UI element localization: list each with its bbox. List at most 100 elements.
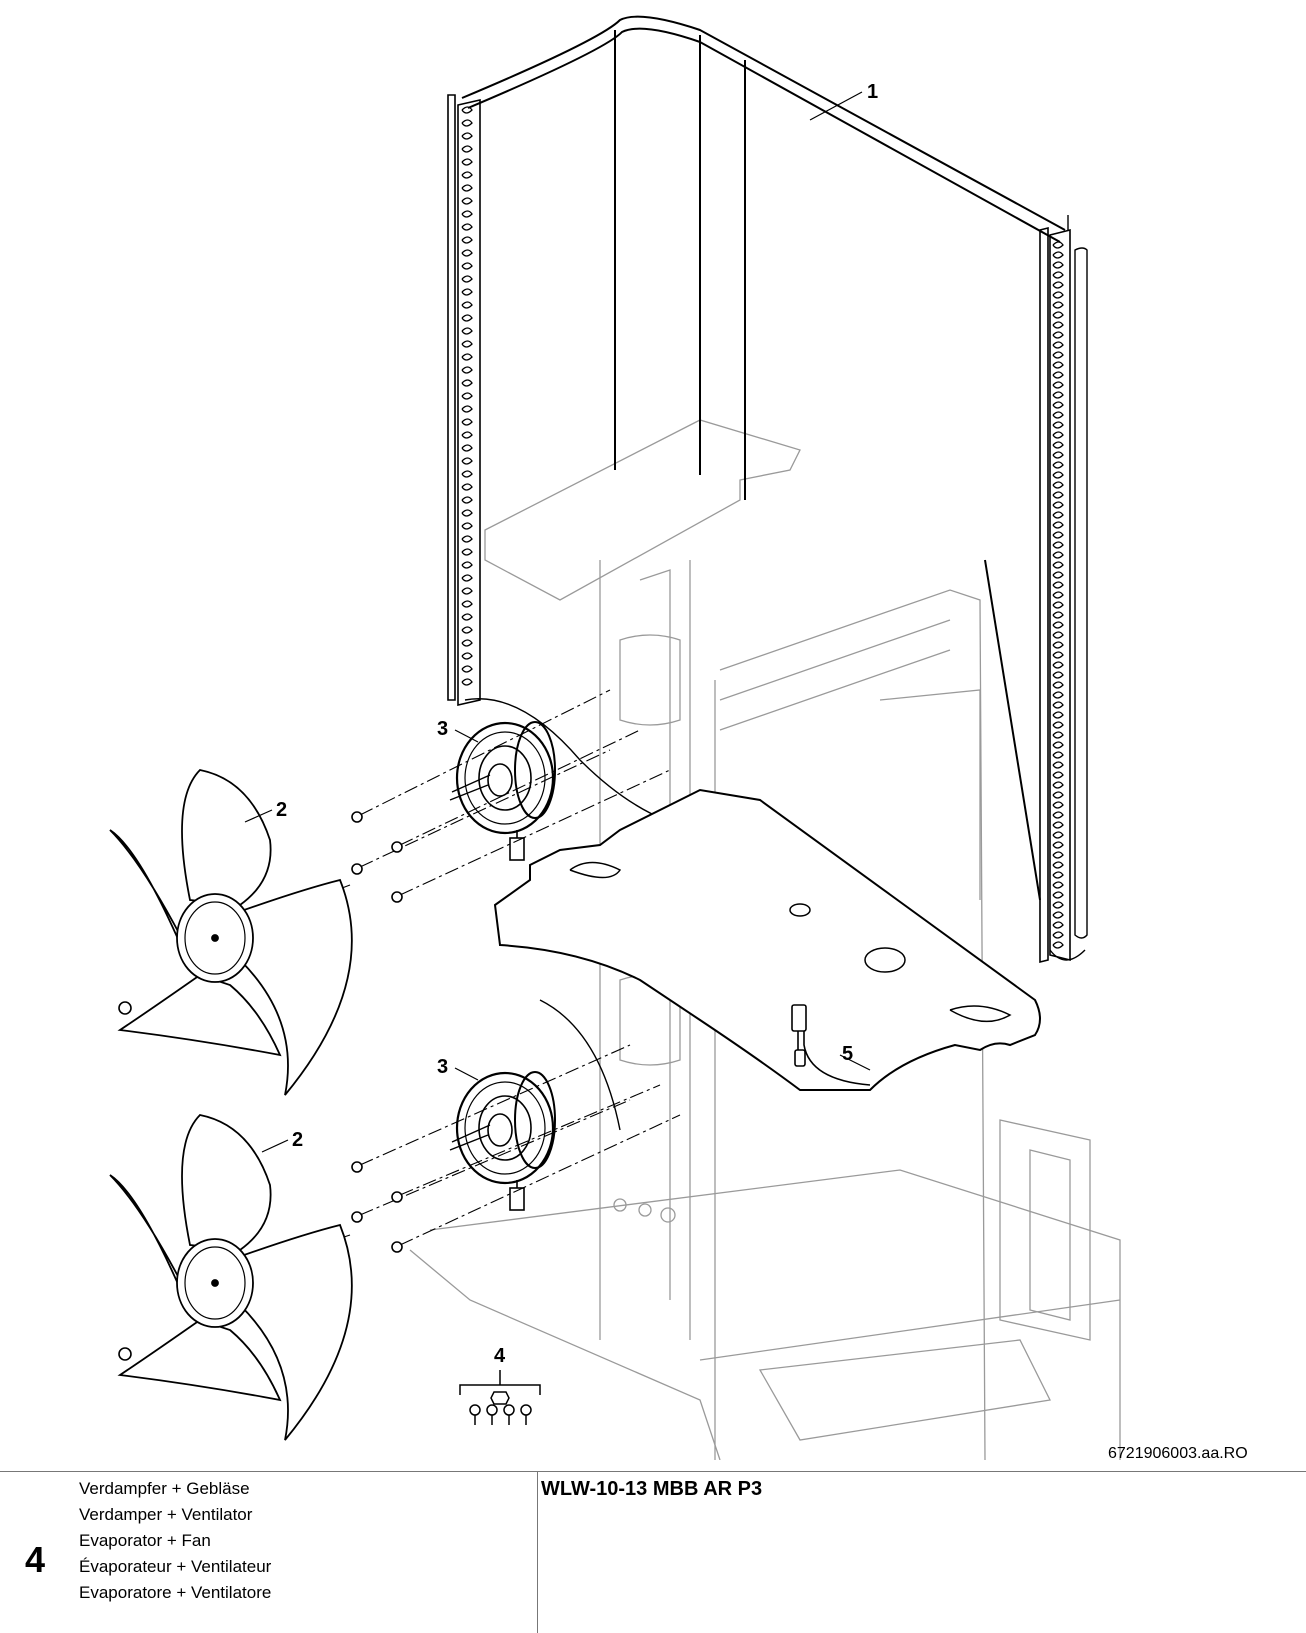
coil-bend — [1052, 301, 1064, 309]
coil-bend — [461, 483, 473, 491]
coil-bend — [461, 132, 473, 140]
coil-bend — [1052, 331, 1064, 339]
coil-bend — [461, 522, 473, 530]
coil-bend — [1052, 681, 1064, 689]
coil-bend — [1052, 801, 1064, 809]
coil-bend — [1052, 891, 1064, 899]
coil-bend — [461, 535, 473, 543]
coil-bend — [1052, 781, 1064, 789]
coil-bend — [461, 665, 473, 673]
fan-motor-upper — [449, 721, 556, 861]
coil-bend — [1052, 641, 1064, 649]
coil-bend — [1052, 691, 1064, 699]
callout-1: 1 — [867, 81, 878, 103]
coil-bend — [1052, 841, 1064, 849]
coil-bend — [1052, 931, 1064, 939]
right-coil-bends — [1052, 241, 1064, 949]
coil-bend — [1052, 661, 1064, 669]
coil-bend — [461, 106, 473, 114]
coil-bend — [461, 340, 473, 348]
section-name-nl: Verdamper + Ventilator — [79, 1505, 253, 1524]
coil-bend — [461, 405, 473, 413]
section-name-fr: Évaporateur + Ventilateur — [79, 1557, 272, 1576]
coil-bend — [1052, 261, 1064, 269]
coil-bend — [1052, 831, 1064, 839]
coil-bend — [1052, 651, 1064, 659]
coil-bend — [1052, 911, 1064, 919]
coil-bend — [1052, 341, 1064, 349]
section-name-en: Evaporator + Fan — [79, 1531, 211, 1550]
coil-bend — [1052, 851, 1064, 859]
coil-bend — [1052, 291, 1064, 299]
coil-bend — [461, 197, 473, 205]
coil-bend — [461, 678, 473, 686]
callout-3-upper: 3 — [437, 718, 448, 740]
coil-bend — [461, 236, 473, 244]
coil-bend — [1052, 731, 1064, 739]
coil-bend — [1052, 401, 1064, 409]
coil-bend — [1052, 371, 1064, 379]
coil-bend — [461, 353, 473, 361]
exploded-parts-drawing: 1 2 3 2 3 4 5 — [109, 15, 1121, 1460]
left-coil-bends — [461, 106, 473, 686]
coil-bend — [1052, 621, 1064, 629]
section-name-de: Verdampfer + Gebläse — [79, 1479, 250, 1498]
callout-4: 4 — [494, 1345, 506, 1367]
coil-bend — [1052, 541, 1064, 549]
footer-column-divider — [537, 1472, 538, 1633]
coil-bend — [1052, 531, 1064, 539]
coil-bend — [1052, 471, 1064, 479]
callout-5: 5 — [842, 1043, 853, 1065]
callout-3-lower: 3 — [437, 1056, 448, 1078]
coil-bend — [461, 431, 473, 439]
coil-bend — [1052, 361, 1064, 369]
partition-plate — [493, 788, 1041, 1091]
coil-bend — [1052, 811, 1064, 819]
coil-bend — [1052, 451, 1064, 459]
fan-blade-lower — [109, 1114, 353, 1441]
coil-bend — [1052, 751, 1064, 759]
coil-bend — [461, 366, 473, 374]
coil-bend — [461, 288, 473, 296]
callout-2-lower: 2 — [292, 1129, 303, 1151]
coil-bend — [1052, 791, 1064, 799]
coil-bend — [461, 392, 473, 400]
coil-bend — [461, 444, 473, 452]
coil-bend — [1052, 581, 1064, 589]
footer-divider — [0, 1471, 1306, 1472]
coil-bend — [1052, 901, 1064, 909]
coil-bend — [461, 223, 473, 231]
fan-motor-lower — [449, 1071, 556, 1211]
coil-bend — [1052, 761, 1064, 769]
coil-bend — [461, 158, 473, 166]
coil-bend — [461, 574, 473, 582]
coil-bend — [461, 210, 473, 218]
model-name: WLW-10-13 MBB AR P3 — [541, 1478, 763, 1500]
coil-bend — [461, 548, 473, 556]
document-number: 6721906003.aa.RO — [1108, 1445, 1248, 1462]
housing-ghost — [409, 419, 1121, 1460]
coil-bend — [461, 652, 473, 660]
coil-bend — [1052, 611, 1064, 619]
coil-bend — [1052, 271, 1064, 279]
coil-bend — [1052, 391, 1064, 399]
coil-bend — [461, 418, 473, 426]
coil-bend — [461, 626, 473, 634]
coil-bend — [1052, 501, 1064, 509]
section-name-it: Evaporatore + Ventilatore — [79, 1583, 272, 1602]
coil-bend — [461, 457, 473, 465]
coil-bend — [461, 171, 473, 179]
coil-bend — [461, 301, 473, 309]
callout-2-upper: 2 — [276, 799, 287, 821]
coil-bend — [461, 275, 473, 283]
coil-bend — [1052, 281, 1064, 289]
coil-bend — [1052, 481, 1064, 489]
coil-bend — [461, 314, 473, 322]
coil-bend — [1052, 771, 1064, 779]
coil-bend — [1052, 491, 1064, 499]
evaporator-coil — [447, 15, 1088, 964]
coil-bend — [461, 379, 473, 387]
coil-bend — [1052, 551, 1064, 559]
coil-bend — [1052, 741, 1064, 749]
coil-bend — [1052, 521, 1064, 529]
